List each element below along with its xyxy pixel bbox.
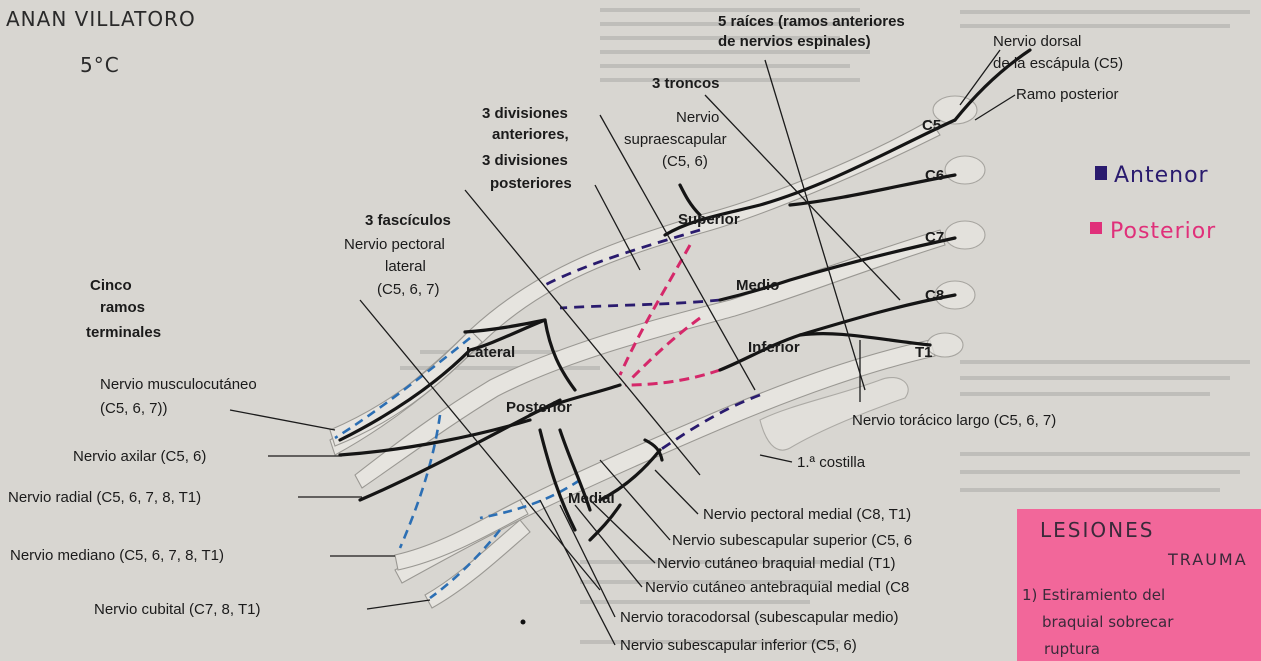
label-dorsal-escapula-2: de la escápula (C5) — [993, 55, 1123, 72]
root-c5: C5 — [922, 117, 941, 134]
trunk-superior: Superior — [678, 211, 740, 228]
student-grade: 5°C — [80, 53, 120, 77]
legend-anterior-swatch — [1095, 166, 1107, 180]
label-supraescapular-2: supraescapular — [624, 131, 727, 148]
sticky-note-title: LESIONES — [1040, 518, 1154, 542]
label-pectoral-medial: Nervio pectoral medial (C8, T1) — [703, 506, 911, 523]
cord-posterior: Posterior — [506, 399, 572, 416]
sticky-note-line3: ruptura — [1044, 640, 1100, 658]
label-toracico-largo: Nervio torácico largo (C5, 6, 7) — [852, 412, 1056, 429]
root-c6: C6 — [925, 167, 944, 184]
sticky-note-line2: braquial sobrecar — [1042, 613, 1174, 631]
label-dorsal-escapula-1: Nervio dorsal — [993, 33, 1081, 50]
heading-troncos: 3 troncos — [652, 75, 720, 92]
label-cutaneo-antebraquial: Nervio cutáneo antebraquial medial (C8 — [645, 579, 909, 596]
label-pectoral-lateral-3: (C5, 6, 7) — [377, 281, 440, 298]
label-primera-costilla: 1.ª costilla — [797, 454, 866, 471]
heading-divisiones-1: 3 divisiones — [482, 105, 568, 122]
label-supraescapular-3: (C5, 6) — [662, 153, 708, 170]
heading-terminales-2: ramos — [100, 299, 145, 316]
label-pectoral-lateral-1: Nervio pectoral — [344, 236, 445, 253]
heading-divisiones-4: posteriores — [490, 175, 572, 192]
label-axilar: Nervio axilar (C5, 6) — [73, 448, 206, 465]
heading-raices-2: de nervios espinales) — [718, 33, 871, 50]
student-name: ANAN VILLATORO — [6, 7, 196, 31]
label-musculocutaneo-1: Nervio musculocutáneo — [100, 376, 257, 393]
heading-divisiones-2: anteriores, — [492, 126, 569, 143]
posterior-division-superior — [620, 245, 690, 375]
legend-posterior-swatch — [1090, 222, 1102, 234]
trunk-medio: Medio — [736, 277, 779, 294]
stray-dot — [521, 620, 526, 625]
label-radial: Nervio radial (C5, 6, 7, 8, T1) — [8, 489, 201, 506]
cord-lateral: Lateral — [466, 344, 515, 361]
heading-fasciculos: 3 fascículos — [365, 212, 451, 229]
label-pectoral-lateral-2: lateral — [385, 258, 426, 275]
sticky-note-line1: 1) Estiramiento del — [1022, 586, 1165, 604]
label-subescapular-inferior: Nervio subescapular inferior (C5, 6) — [620, 637, 857, 654]
heading-terminales-3: terminales — [86, 324, 161, 341]
sticky-note-subtitle: TRAUMA — [1167, 550, 1248, 569]
root-t1: T1 — [915, 344, 933, 361]
label-ramo-posterior: Ramo posterior — [1016, 86, 1119, 103]
anterior-division-medio — [560, 300, 720, 308]
heading-terminales-1: Cinco — [90, 277, 132, 294]
label-cubital: Nervio cubital (C7, 8, T1) — [94, 601, 260, 618]
root-c8: C8 — [925, 287, 944, 304]
label-musculocutaneo-2: (C5, 6, 7)) — [100, 400, 168, 417]
label-supraescapular-1: Nervio — [676, 109, 719, 126]
label-cutaneo-braquial: Nervio cutáneo braquial medial (T1) — [657, 555, 895, 572]
trunk-inferior: Inferior — [748, 339, 800, 356]
root-c7: C7 — [925, 229, 944, 246]
legend-posterior-label: Posterior — [1110, 219, 1216, 244]
label-toracodorsal: Nervio toracodorsal (subescapular medio) — [620, 609, 898, 626]
sticky-note: LESIONES TRAUMA 1) Estiramiento del braq… — [1017, 509, 1261, 661]
legend-anterior-label: Antenor — [1114, 163, 1209, 188]
label-subescapular-superior: Nervio subescapular superior (C5, 6 — [672, 532, 912, 549]
label-mediano: Nervio mediano (C5, 6, 7, 8, T1) — [10, 547, 224, 564]
heading-divisiones-3: 3 divisiones — [482, 152, 568, 169]
nerve-cutaneo — [590, 505, 620, 540]
heading-raices-1: 5 raíces (ramos anteriores — [718, 13, 905, 30]
cord-medial: Medial — [568, 490, 615, 507]
